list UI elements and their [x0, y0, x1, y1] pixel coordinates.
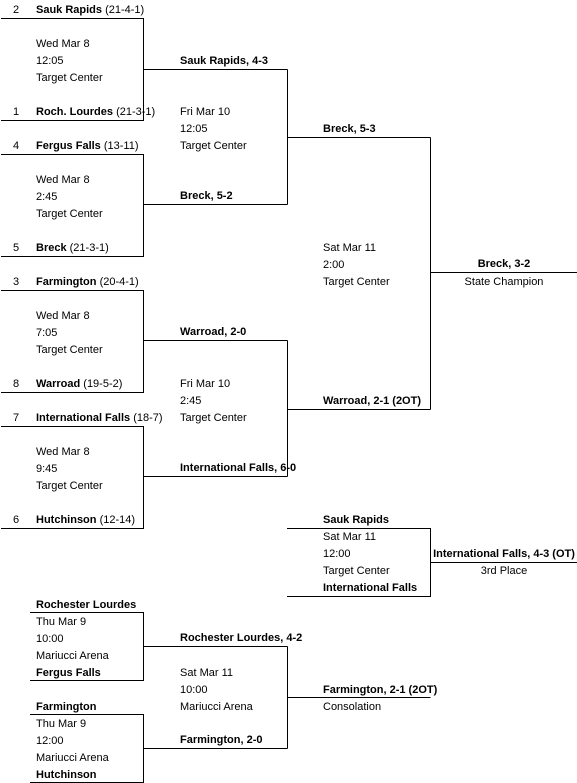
final-venue: Target Center [323, 276, 390, 288]
qf1-top-seed: 2 [13, 4, 20, 16]
cons2-venue: Mariucci Arena [36, 752, 109, 764]
qf3-top-seed: 3 [13, 276, 20, 288]
cons-final-venue: Mariucci Arena [180, 701, 253, 713]
qf3-top-record: (20-4-1) [99, 276, 139, 288]
qf2-bottom-entry: Breck (21-3-1) [36, 242, 109, 255]
qf1-bottom-record: (21-3-1) [116, 106, 156, 118]
cons1-venue: Mariucci Arena [36, 650, 109, 662]
qf3-bracket [1, 290, 144, 393]
sf2-day: Fri Mar 10 [180, 378, 231, 390]
qf3-bottom-team: Warroad [36, 378, 81, 390]
third-label: 3rd Place [480, 565, 528, 577]
sf1-venue: Target Center [180, 140, 247, 152]
third-day: Sat Mar 11 [323, 531, 376, 543]
sf2-winner: Warroad, 2-1 (2OT) [323, 395, 421, 407]
qf2-top-record: (13-11) [103, 140, 139, 152]
cons-final-day: Sat Mar 11 [180, 667, 233, 679]
qf1-venue: Target Center [36, 72, 103, 84]
qf4-venue: Target Center [36, 480, 103, 492]
qf2-winner: Breck, 5-2 [180, 190, 233, 202]
cons2-top-team: Farmington [36, 701, 97, 713]
cons-final-label: Consolation [323, 701, 382, 713]
qf2-top-entry: Fergus Falls (13-11) [36, 140, 139, 153]
cons-final-time: 10:00 [180, 684, 208, 696]
qf1-bottom-team: Roch. Lourdes [36, 106, 114, 118]
champion-result: Breck, 3-2 [477, 258, 531, 270]
qf4-top-record: (18-7) [133, 412, 163, 424]
qf1-day: Wed Mar 8 [36, 38, 90, 50]
champion-label: State Champion [464, 276, 544, 288]
qf2-bottom-record: (21-3-1) [69, 242, 109, 254]
qf2-time: 2:45 [36, 191, 58, 203]
qf4-top-seed: 7 [13, 412, 20, 424]
cons2-day: Thu Mar 9 [36, 718, 87, 730]
cons2-winner: Farmington, 2-0 [180, 734, 263, 746]
qf4-day: Wed Mar 8 [36, 446, 90, 458]
qf2-day: Wed Mar 8 [36, 174, 90, 186]
qf1-top-team: Sauk Rapids [36, 4, 103, 16]
cons1-day: Thu Mar 9 [36, 616, 87, 628]
third-result: International Falls, 4-3 (OT) [433, 548, 575, 560]
final-time: 2:00 [323, 259, 345, 271]
qf1-bottom-seed: 1 [13, 106, 20, 118]
sf1-day: Fri Mar 10 [180, 106, 231, 118]
qf4-top-team: International Falls [36, 412, 131, 424]
third-time: 12:00 [323, 548, 351, 560]
qf4-bottom-record: (12-14) [99, 514, 136, 526]
qf3-bottom-entry: Warroad (19-5-2) [36, 378, 122, 391]
qf2-bottom-team: Breck [36, 242, 67, 254]
qf1-bottom-entry: Roch. Lourdes (21-3-1) [36, 106, 155, 119]
qf4-bottom-seed: 6 [13, 514, 20, 526]
cons2-time: 12:00 [36, 735, 64, 747]
qf1-winner: Sauk Rapids, 4-3 [180, 55, 269, 67]
cons1-winner: Rochester Lourdes, 4-2 [180, 632, 303, 644]
qf4-bracket [1, 426, 144, 529]
third-venue: Target Center [323, 565, 390, 577]
sf1-time: 12:05 [180, 123, 208, 135]
qf3-bottom-record: (19-5-2) [83, 378, 123, 390]
qf3-bottom-seed: 8 [13, 378, 20, 390]
qf4-time: 9:45 [36, 463, 58, 475]
qf2-top-team: Fergus Falls [36, 140, 101, 152]
cons1-top-team: Rochester Lourdes [36, 599, 137, 611]
sf1-winner: Breck, 5-3 [323, 123, 376, 135]
sf2-time: 2:45 [180, 395, 202, 407]
qf1-time: 12:05 [36, 55, 64, 67]
qf3-venue: Target Center [36, 344, 103, 356]
qf2-top-seed: 4 [13, 140, 20, 152]
cons2-bottom-team: Hutchinson [36, 769, 97, 781]
qf1-top-record: (21-4-1) [105, 4, 145, 16]
cons1-bottom-team: Fergus Falls [36, 667, 101, 679]
qf4-top-entry: International Falls (18-7) [36, 412, 163, 425]
sf2-venue: Target Center [180, 412, 247, 424]
third-bottom-team: International Falls [323, 582, 418, 594]
qf3-winner: Warroad, 2-0 [180, 326, 247, 338]
qf2-venue: Target Center [36, 208, 103, 220]
cons-final-winner: Farmington, 2-1 (2OT) [323, 684, 438, 696]
qf4-bottom-team: Hutchinson [36, 514, 97, 526]
third-top-team: Sauk Rapids [323, 514, 390, 526]
qf2-bracket [1, 154, 144, 257]
cons1-time: 10:00 [36, 633, 64, 645]
qf2-bottom-seed: 5 [13, 242, 20, 254]
final-day: Sat Mar 11 [323, 242, 376, 254]
qf1-top-entry: Sauk Rapids (21-4-1) [36, 4, 144, 17]
qf3-day: Wed Mar 8 [36, 310, 90, 322]
qf3-top-team: Farmington [36, 276, 97, 288]
qf3-top-entry: Farmington (20-4-1) [36, 276, 139, 289]
qf3-time: 7:05 [36, 327, 58, 339]
qf4-bottom-entry: Hutchinson (12-14) [36, 514, 135, 527]
qf4-winner: International Falls, 6-0 [180, 462, 297, 474]
